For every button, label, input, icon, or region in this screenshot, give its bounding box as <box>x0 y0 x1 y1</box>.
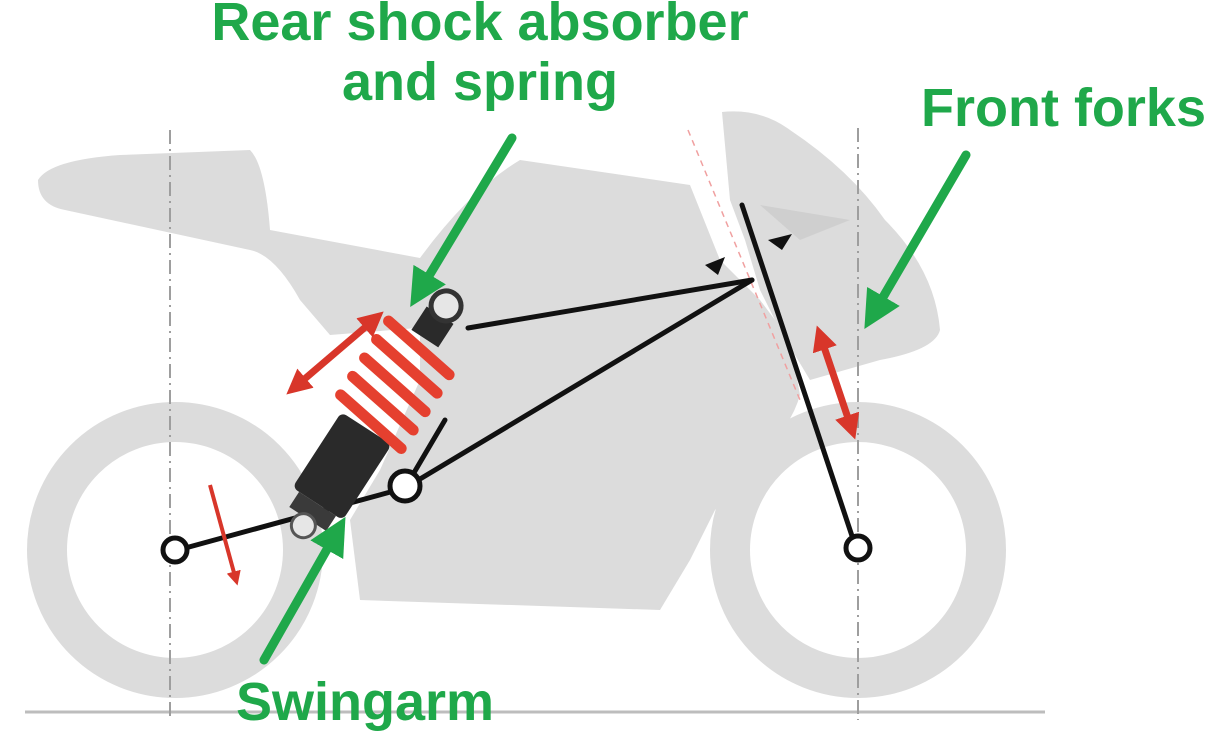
label-arrows <box>259 133 971 665</box>
motorcycle-body-silhouette <box>38 111 940 610</box>
lower-frame-line <box>402 277 755 491</box>
front-axle-pivot <box>843 533 873 563</box>
rear-shock-label-line2: and spring <box>341 52 618 113</box>
swingarm-pivot <box>387 468 423 504</box>
front-forks-label: Front forks <box>920 78 1206 138</box>
steering-marker-left <box>705 257 725 275</box>
swingarm-line <box>175 485 408 553</box>
rear-shock-label: Rear shock absorber and spring <box>150 0 810 113</box>
steering-marker-right <box>768 234 792 250</box>
rear-shock-label-line1: Rear shock absorber <box>211 0 749 52</box>
fork-motion-arrow <box>812 325 860 440</box>
swingarm-label-arrow <box>259 516 346 665</box>
fork-line <box>739 202 858 548</box>
rear-wheel-motion-arrow <box>208 484 241 586</box>
rear-wheel <box>27 402 323 698</box>
shock-motion-arrow <box>286 311 384 395</box>
steering-axis-guide <box>687 129 801 401</box>
shock-label-arrow <box>410 133 517 307</box>
forks-label-arrow <box>864 150 971 330</box>
upper-frame-line <box>465 277 755 331</box>
swingarm-label: Swingarm <box>235 672 495 732</box>
pivot-points <box>160 468 873 565</box>
shock-damper-body <box>294 414 390 518</box>
motion-arrows <box>208 311 860 586</box>
rear-axle-pivot <box>160 535 190 565</box>
